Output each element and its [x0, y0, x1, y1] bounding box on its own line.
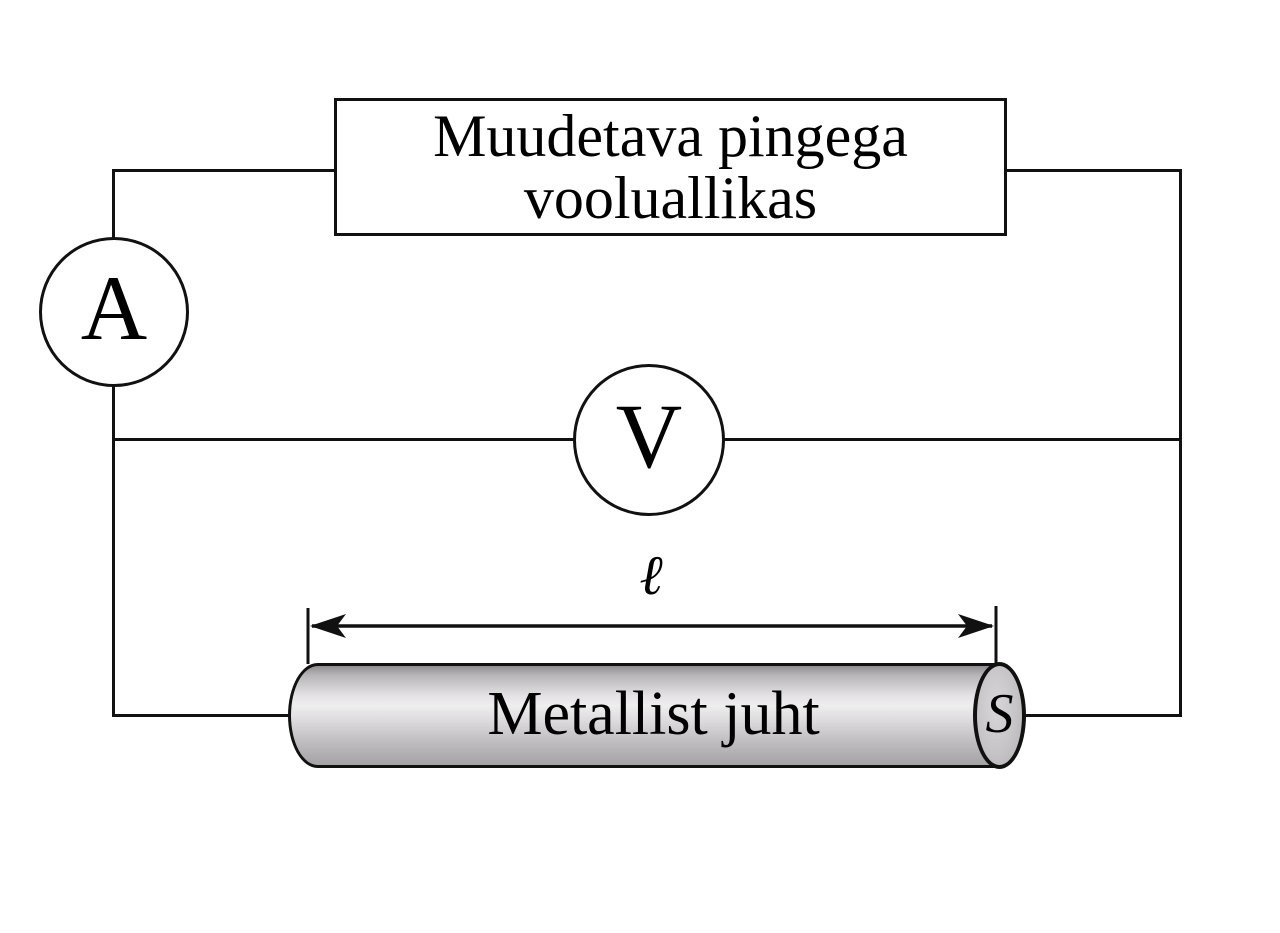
voltmeter-circle: V — [573, 364, 725, 516]
conductor-cylinder: Metallist juht — [288, 663, 1000, 768]
conductor-label: Metallist juht — [487, 679, 820, 748]
length-label: ℓ — [639, 543, 663, 608]
ammeter-circle: A — [39, 237, 189, 387]
cross-section-label: S — [985, 682, 1014, 745]
wire-top-left — [112, 169, 337, 172]
arrowhead-left-icon — [310, 614, 346, 638]
wire-bottom-right — [1000, 714, 1182, 717]
wire-bottom-left — [112, 714, 302, 717]
ammeter-label: A — [80, 257, 148, 359]
cross-section-ellipse: S — [973, 662, 1026, 769]
length-arrow — [306, 606, 998, 664]
voltmeter-label: V — [615, 385, 683, 487]
wire-top-right — [1005, 169, 1182, 172]
voltage-source-label-line1: Muudetava pingega — [433, 103, 908, 169]
arrowhead-right-icon — [958, 614, 994, 638]
wire-right-vertical — [1179, 169, 1182, 717]
wire-left-vertical — [112, 169, 115, 717]
voltage-source-box: Muudetava pingega vooluallikas — [334, 98, 1007, 236]
voltage-source-label-line2: vooluallikas — [523, 165, 818, 231]
